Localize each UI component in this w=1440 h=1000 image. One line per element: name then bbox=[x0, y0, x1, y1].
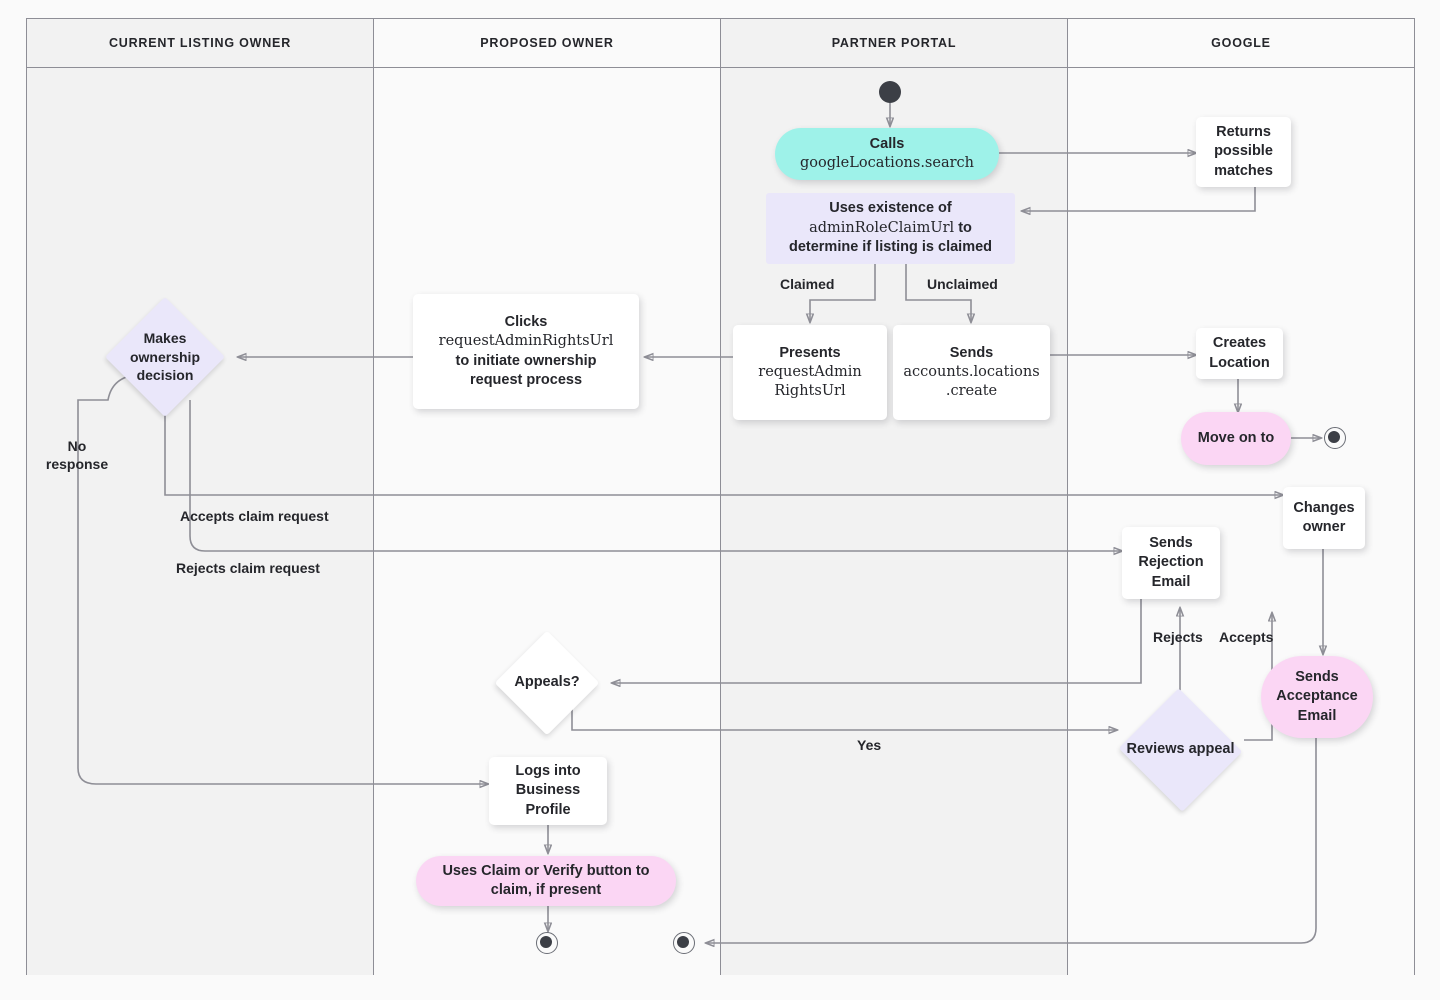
node-label: Creates Location bbox=[1209, 335, 1270, 371]
node-line-3: determine if listing is claimed bbox=[788, 239, 993, 256]
node-line-1: Presents bbox=[779, 344, 841, 361]
node-line-1: Clicks bbox=[504, 314, 548, 331]
node-creates-location[interactable]: Creates Location bbox=[1196, 328, 1283, 379]
edge-label-unclaimed: Unclaimed bbox=[927, 276, 998, 292]
node-makes-ownership-decision[interactable]: Makes ownership decision bbox=[105, 297, 225, 417]
node-clicks-request-admin-rights-url[interactable]: Clicks requestAdminRightsUrl to initiate… bbox=[413, 294, 639, 409]
node-label: Returns possible matches bbox=[1214, 124, 1273, 179]
node-api-field: adminRoleClaimUrl bbox=[809, 219, 955, 236]
node-line-2: to initiate ownership bbox=[455, 352, 597, 369]
node-sends-acceptance-email[interactable]: Sends Acceptance Email bbox=[1261, 656, 1373, 738]
end-terminator-partner-portal bbox=[673, 932, 695, 954]
node-label: Sends Rejection Email bbox=[1138, 535, 1204, 590]
node-label: Sends Acceptance Email bbox=[1276, 669, 1358, 724]
node-label: Changes owner bbox=[1293, 499, 1355, 535]
node-logs-into-business-profile[interactable]: Logs into Business Profile bbox=[489, 757, 607, 825]
node-reviews-appeal-decision[interactable]: Reviews appeal bbox=[1117, 688, 1244, 812]
node-move-on-to[interactable]: Move on to bbox=[1181, 412, 1291, 465]
edge-label-rejects: Rejects bbox=[1153, 629, 1203, 645]
swimlane-header-label: CURRENT LISTING OWNER bbox=[108, 36, 292, 50]
node-label: Uses Claim or Verify button to claim, if… bbox=[442, 862, 650, 898]
node-uses-claim-or-verify-button[interactable]: Uses Claim or Verify button to claim, if… bbox=[416, 856, 676, 906]
node-api-field-1: requestAdmin bbox=[758, 363, 862, 380]
node-api-field: requestAdminRightsUrl bbox=[438, 333, 614, 350]
swimlane-header-label: PARTNER PORTAL bbox=[831, 36, 957, 50]
node-calls-google-locations-search[interactable]: Calls googleLocations.search bbox=[775, 128, 999, 180]
node-api-method: googleLocations.search bbox=[799, 155, 974, 171]
node-label: Reviews appeal bbox=[1126, 741, 1235, 758]
node-api-method-2: .create bbox=[945, 383, 998, 400]
node-presents-request-admin-rights-url[interactable]: Presents requestAdmin RightsUrl bbox=[733, 325, 887, 420]
node-label: Makes ownership decision bbox=[129, 330, 200, 384]
node-line-2-tail: to bbox=[958, 219, 972, 236]
edge-label-accepts-claim-request: Accepts claim request bbox=[180, 508, 329, 524]
node-line-3: request process bbox=[469, 371, 583, 388]
node-label: Appeals? bbox=[514, 674, 580, 691]
node-label: Logs into Business Profile bbox=[515, 763, 581, 818]
swimlane-header-current-listing-owner: CURRENT LISTING OWNER bbox=[26, 18, 374, 68]
node-sends-rejection-email[interactable]: Sends Rejection Email bbox=[1122, 527, 1220, 599]
swimlane-header-proposed-owner: PROPOSED OWNER bbox=[373, 18, 721, 68]
swimlane-header-label: PROPOSED OWNER bbox=[480, 36, 614, 50]
node-sends-accounts-locations-create[interactable]: Sends accounts.locations .create bbox=[893, 325, 1050, 420]
swimlane-header-google: GOOGLE bbox=[1067, 18, 1415, 68]
edge-label-yes: Yes bbox=[857, 737, 882, 753]
node-line-1: Uses existence of bbox=[829, 200, 952, 217]
node-appeals-decision[interactable]: Appeals? bbox=[494, 630, 600, 736]
swimlane-header-partner-portal: PARTNER PORTAL bbox=[720, 18, 1068, 68]
end-terminator-google bbox=[1324, 427, 1346, 449]
start-terminator bbox=[879, 81, 901, 103]
swimlane-body-proposed-owner bbox=[373, 68, 721, 975]
node-api-field-2: RightsUrl bbox=[774, 383, 846, 400]
edge-label-no-response: No response bbox=[45, 438, 109, 473]
node-api-method-1: accounts.locations bbox=[903, 363, 1040, 380]
node-line-1: Sends bbox=[949, 344, 994, 361]
node-changes-owner[interactable]: Changes owner bbox=[1283, 487, 1365, 549]
edge-label-rejects-claim-request: Rejects claim request bbox=[176, 560, 320, 576]
end-terminator-proposed-owner bbox=[536, 932, 558, 954]
node-label: Move on to bbox=[1197, 429, 1275, 446]
node-returns-possible-matches[interactable]: Returns possible matches bbox=[1196, 117, 1291, 187]
node-line-1: Calls bbox=[869, 135, 905, 152]
edge-label-claimed: Claimed bbox=[780, 276, 835, 292]
swimlane-header-label: GOOGLE bbox=[1211, 36, 1271, 50]
edge-label-accepts: Accepts bbox=[1219, 629, 1274, 645]
